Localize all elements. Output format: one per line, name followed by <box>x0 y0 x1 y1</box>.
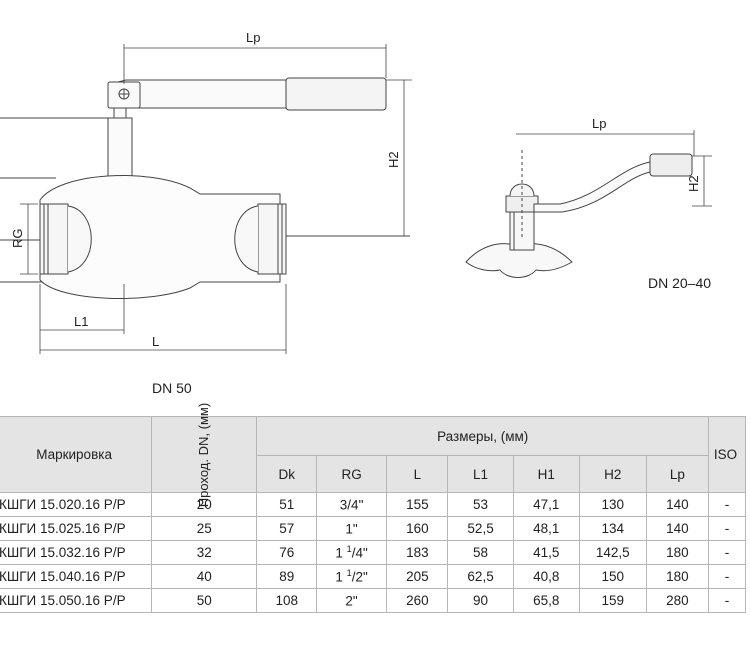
main-dim-lp-label: Lp <box>246 30 260 45</box>
cell-l: 205 <box>386 564 449 589</box>
main-valve-drawing <box>0 77 410 299</box>
cell-rg: 1 1/2" <box>315 564 388 589</box>
table-row: КШГИ 15.020.16 Р/Р 20 51 3/4" 155 53 47,… <box>0 492 747 517</box>
small-dim-h2-label: H2 <box>686 175 701 192</box>
cell-rg-rest: 1" <box>345 521 358 537</box>
header-marking: Маркировка <box>0 416 153 493</box>
header-dn: Проход. DN, (мм) <box>151 403 258 507</box>
table-row: КШГИ 15.025.16 Р/Р 25 57 1" 160 52,5 48,… <box>0 516 747 541</box>
cell-h2: 134 <box>578 516 647 541</box>
header-sizes: Размеры, (мм) <box>256 416 709 456</box>
main-dimension-lines <box>20 44 412 354</box>
cell-lp: 180 <box>645 540 709 565</box>
cell-lp: 180 <box>645 564 709 589</box>
cell-h1: 65,8 <box>512 588 580 613</box>
cell-l: 260 <box>386 588 449 613</box>
cell-dk: 108 <box>256 588 317 613</box>
cell-rg: 1 1/4" <box>315 540 388 565</box>
cell-mark: КШГИ 15.032.16 Р/Р <box>0 540 153 565</box>
cell-dn: 40 <box>151 564 258 589</box>
cell-dn: 50 <box>151 588 258 613</box>
table-row: КШГИ 15.032.16 Р/Р 32 76 1 1/4" 183 58 4… <box>0 540 747 565</box>
cell-dn: 32 <box>151 540 258 565</box>
valve-drawing-svg: Lp H2 RG L1 L Lp H2 <box>0 30 712 354</box>
header-l1: L1 <box>447 455 514 493</box>
cell-l1: 90 <box>447 588 514 613</box>
header-lp: Lp <box>645 455 709 493</box>
cell-lp: 140 <box>645 516 709 541</box>
cell-rg-rest: 2" <box>345 593 358 609</box>
cell-rg-rest: /4" <box>351 545 368 561</box>
cell-h1: 40,8 <box>512 564 580 589</box>
cell-l: 183 <box>386 540 449 565</box>
header-dn-text: Проход. DN, (мм) <box>196 402 212 508</box>
cell-h1: 48,1 <box>512 516 580 541</box>
cell-rg-frac: 1 <box>346 544 352 555</box>
cell-rg: 2" <box>315 588 388 613</box>
cell-dk: 51 <box>256 492 317 517</box>
cell-dk: 89 <box>256 564 317 589</box>
cell-h1: 47,1 <box>512 492 580 517</box>
small-dimension-lines <box>516 130 712 207</box>
cell-l: 155 <box>386 492 449 517</box>
cell-rg: 3/4" <box>315 492 388 517</box>
header-h1: H1 <box>512 455 580 493</box>
main-dim-h2-label: H2 <box>386 151 401 168</box>
cell-iso: - <box>707 516 747 541</box>
technical-drawing: Lp H2 RG L1 L Lp H2 <box>0 30 712 354</box>
cell-dn: 25 <box>151 516 258 541</box>
cell-h2: 142,5 <box>578 540 647 565</box>
cell-l1: 62,5 <box>447 564 514 589</box>
header-dk: Dk <box>256 455 317 493</box>
main-drawing-caption: DN 50 <box>152 380 192 396</box>
cell-h2: 130 <box>578 492 647 517</box>
cell-iso: - <box>707 492 747 517</box>
cell-rg: 1" <box>315 516 388 541</box>
cell-mark: КШГИ 15.025.16 Р/Р <box>0 516 153 541</box>
cell-rg-rest: 3/4" <box>339 497 364 513</box>
main-dim-rg-label: RG <box>10 229 25 249</box>
cell-rg-whole: 1 <box>335 545 347 561</box>
small-valve-drawing <box>465 150 693 278</box>
cell-iso: - <box>707 540 747 565</box>
cell-mark: КШГИ 15.020.16 Р/Р <box>0 492 153 517</box>
cell-h2: 150 <box>578 564 647 589</box>
cell-dk: 76 <box>256 540 317 565</box>
cell-rg-frac: 1 <box>346 568 352 579</box>
cell-rg-rest: /2" <box>351 569 368 585</box>
header-rg: RG <box>315 455 388 493</box>
header-l: L <box>386 455 449 493</box>
cell-h1: 41,5 <box>512 540 580 565</box>
small-dim-lp-label: Lp <box>592 116 606 131</box>
cell-rg-whole: 1 <box>335 569 347 585</box>
main-dim-l1-label: L1 <box>74 314 88 329</box>
main-dim-l-label: L <box>152 334 159 349</box>
cell-mark: КШГИ 15.050.16 Р/Р <box>0 588 153 613</box>
spec-table: Маркировка Проход. DN, (мм) Размеры, (мм… <box>0 403 747 613</box>
cell-l1: 53 <box>447 492 514 517</box>
table-row: КШГИ 15.050.16 Р/Р 50 108 2" 260 90 65,8… <box>0 588 747 613</box>
header-h2: H2 <box>578 455 647 493</box>
cell-l1: 58 <box>447 540 514 565</box>
cell-h2: 159 <box>578 588 647 613</box>
cell-mark: КШГИ 15.040.16 Р/Р <box>0 564 153 589</box>
cell-dk: 57 <box>256 516 317 541</box>
cell-lp: 280 <box>645 588 709 613</box>
header-iso: ISO <box>707 416 747 493</box>
cell-l1: 52,5 <box>447 516 514 541</box>
small-drawing-caption: DN 20–40 <box>648 275 712 291</box>
cell-iso: - <box>707 564 747 589</box>
cell-iso: - <box>707 588 747 613</box>
cell-lp: 140 <box>645 492 709 517</box>
cell-l: 160 <box>386 516 449 541</box>
table-row: КШГИ 15.040.16 Р/Р 40 89 1 1/2" 205 62,5… <box>0 564 747 589</box>
